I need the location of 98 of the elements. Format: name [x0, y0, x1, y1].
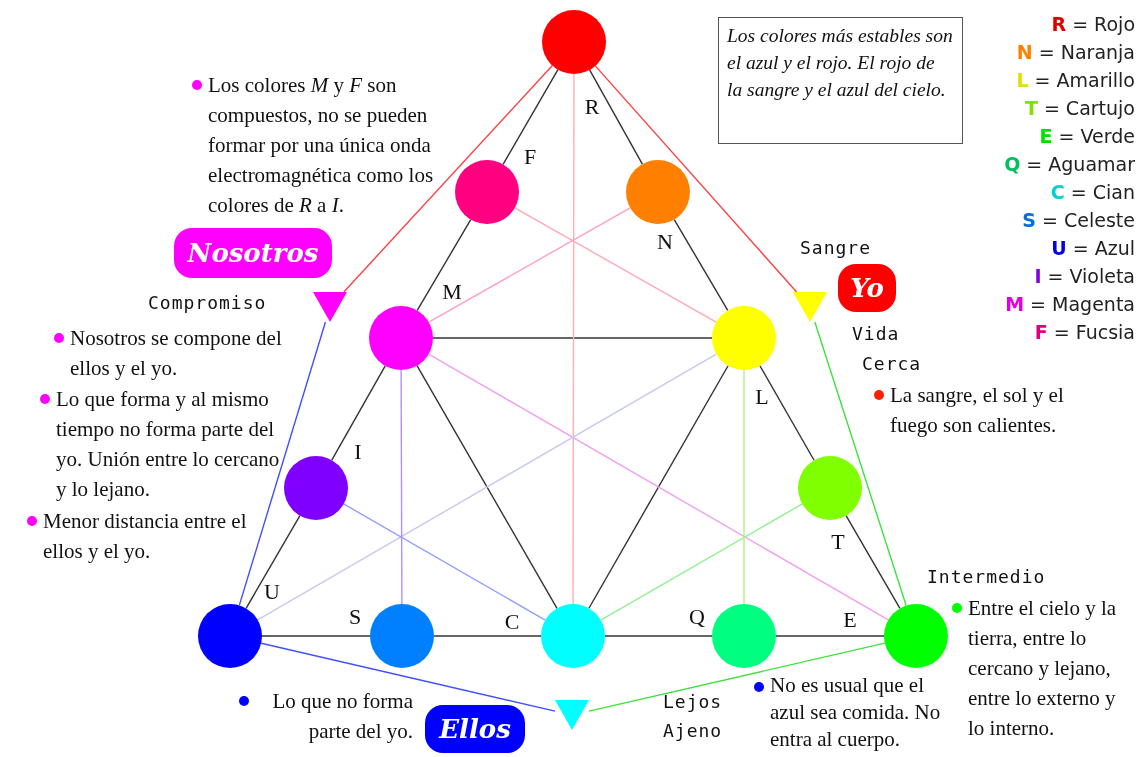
keyword-label: Ajeno: [663, 720, 723, 741]
edge-label: S: [348, 604, 362, 630]
legend-key: E: [1039, 122, 1053, 150]
connector-line: [600, 503, 803, 621]
bullet-text: No es usual que el azul sea comida. No entra al cuerpo.: [752, 672, 952, 753]
connector-line: [428, 207, 631, 323]
legend-text: = Violeta: [1046, 264, 1135, 289]
edge-label: L: [755, 384, 769, 410]
color-circle: [884, 604, 948, 668]
legend-text: = Cartujo: [1042, 96, 1135, 121]
legend-text: = Aguamar: [1025, 152, 1135, 177]
color-circle: [541, 604, 605, 668]
note-box: Los colores más estables son el azul y el rojo. El rojo de la sangre y el azul del cielo.: [718, 17, 963, 144]
connector-line: [428, 353, 889, 621]
edge-label: C: [504, 609, 520, 635]
keyword-label: Lejos: [663, 691, 723, 712]
legend-key: M: [1005, 290, 1025, 318]
connector-line: [502, 69, 559, 165]
connector-line: [432, 337, 713, 339]
keyword-label: Sangre: [800, 237, 872, 258]
legend-key: I: [1034, 262, 1042, 290]
edge-label: M: [442, 279, 462, 305]
edge-label: T: [831, 529, 845, 555]
connector-line: [238, 321, 327, 607]
connector-line: [257, 353, 718, 621]
connector-line: [845, 514, 901, 610]
connector-line: [743, 369, 745, 605]
title-badge: Nosotros: [174, 228, 332, 278]
connector-line: [588, 69, 644, 165]
legend-key: U: [1051, 234, 1067, 262]
connector-line: [261, 635, 371, 637]
edge-label: E: [843, 607, 857, 633]
edge-label: N: [657, 229, 673, 255]
legend-text: = Azul: [1071, 236, 1135, 261]
color-circle: [455, 160, 519, 224]
color-circle: [626, 160, 690, 224]
color-circle: [369, 306, 433, 370]
legend-key: T: [1024, 94, 1038, 122]
legend-text: = Magenta: [1029, 292, 1135, 317]
triangle-marker: [793, 292, 827, 322]
legend-text: = Celeste: [1041, 208, 1135, 233]
keyword-label: Vida: [852, 323, 900, 344]
color-circle: [712, 306, 776, 370]
connector-line: [416, 365, 558, 609]
connector-line: [604, 635, 713, 637]
connector-line: [245, 514, 301, 610]
connector-line: [572, 73, 575, 605]
color-circle: [284, 456, 348, 520]
connector-line: [433, 635, 542, 637]
connector-line: [759, 365, 815, 461]
legend-text: = Rojo: [1071, 12, 1135, 37]
color-circle: [542, 10, 606, 74]
legend-text: = Amarillo: [1033, 68, 1135, 93]
connector-line: [673, 218, 729, 312]
legend-text: = Cian: [1069, 180, 1135, 205]
connector-line: [814, 321, 907, 607]
bullet-text: Entre el cielo y la tierra, entre lo cercano y lejano, entre lo externo y lo interno.: [950, 593, 1134, 743]
keyword-label: Cerca: [862, 353, 922, 374]
connector-line: [331, 365, 386, 461]
color-circle: [798, 456, 862, 520]
keyword-label: Compromiso: [148, 292, 267, 313]
connector-line: [416, 218, 472, 312]
keyword-label: Intermedio: [927, 566, 1046, 587]
bullet-text: Lo que forma y al mismo tiempo no forma parte del yo. Unión entre lo cercano y lo lejano.: [38, 384, 280, 504]
connector-line: [775, 635, 885, 637]
legend-key: C: [1050, 178, 1065, 206]
legend-key: R: [1051, 10, 1067, 38]
connector-line: [588, 365, 729, 609]
bullet-text: La sangre, el sol y el fuego son calientes.: [872, 380, 1094, 440]
edge-label: Q: [689, 604, 705, 630]
connector-line: [588, 642, 886, 712]
edge-label: F: [523, 144, 537, 170]
legend-text: = Fucsia: [1052, 320, 1135, 345]
legend-key: N: [1016, 38, 1033, 66]
legend-text: = Naranja: [1037, 40, 1135, 65]
edge-label: I: [354, 439, 362, 465]
title-badge: Yo: [838, 264, 896, 312]
legend-key: S: [1022, 206, 1037, 234]
connector-line: [514, 207, 717, 323]
edge-label: R: [584, 94, 600, 120]
connector-line: [343, 64, 554, 293]
edge-label: U: [264, 579, 280, 605]
triangle-marker: [555, 700, 589, 730]
bullet-text: Lo que no forma parte del yo.: [237, 686, 413, 746]
triangle-marker: [313, 292, 347, 322]
legend-key: Q: [1004, 150, 1021, 178]
legend-key: L: [1016, 66, 1029, 94]
title-badge: Ellos: [425, 705, 525, 753]
legend-text: = Verde: [1057, 124, 1135, 149]
bullet-text: Los colores M y F son compuestos, no se pueden formar por una única onda electromagnética como los colores de R a I.: [190, 70, 460, 220]
bullet-text: Nosotros se compone del ellos y el yo.: [52, 323, 314, 383]
connector-line: [343, 503, 546, 621]
bullet-text: Menor distancia entre el ellos y el yo.: [25, 506, 255, 566]
connector-line: [260, 642, 556, 712]
color-circle: [198, 604, 262, 668]
connector-line: [594, 65, 798, 293]
legend-key: F: [1034, 318, 1048, 346]
connector-line: [400, 369, 403, 605]
